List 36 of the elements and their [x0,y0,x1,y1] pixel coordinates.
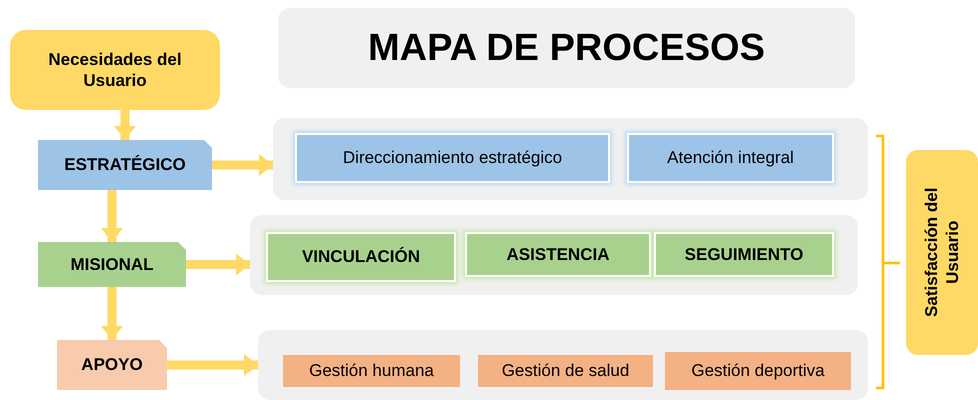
node-label: VINCULACIÓN [302,246,420,268]
process-box [295,133,610,183]
block-arrow [114,110,136,140]
node-label: Gestión humana [309,360,434,382]
process-panel [273,118,868,200]
level-tab [38,140,212,190]
process-box [665,352,851,390]
node-label: Necesidades del Usuario [47,48,183,92]
node-label: ESTRATÉGICO [64,154,186,176]
process-box [478,355,653,387]
node-label: Direccionamiento estratégico [342,147,562,170]
node-label: Gestión deportiva [691,360,825,382]
level-tab [38,242,186,287]
title-banner: MAPA DE PROCESOS [278,8,855,88]
block-arrow [101,190,123,242]
block-arrow [186,254,250,276]
node-label: Atención integral [667,147,794,170]
node-label: APOYO [81,354,143,376]
level-tab [57,340,167,390]
process-panel [258,330,868,400]
process-panel [250,215,858,295]
block-arrow [212,154,273,176]
node-label: SEGUIMIENTO [684,244,804,266]
node-label: ASISTENCIA [506,244,610,266]
output-box [906,150,978,355]
node-label: MISIONAL [70,254,154,276]
process-box [654,232,834,277]
node-label: Satisfacción del Usuario [920,186,963,320]
input-box [10,30,220,110]
block-arrow [101,287,123,340]
process-box [465,232,651,277]
node-label: Gestión de salud [502,360,630,382]
process-box [283,355,460,387]
process-box [627,133,834,183]
block-arrow [167,354,258,376]
process-box [266,232,456,282]
